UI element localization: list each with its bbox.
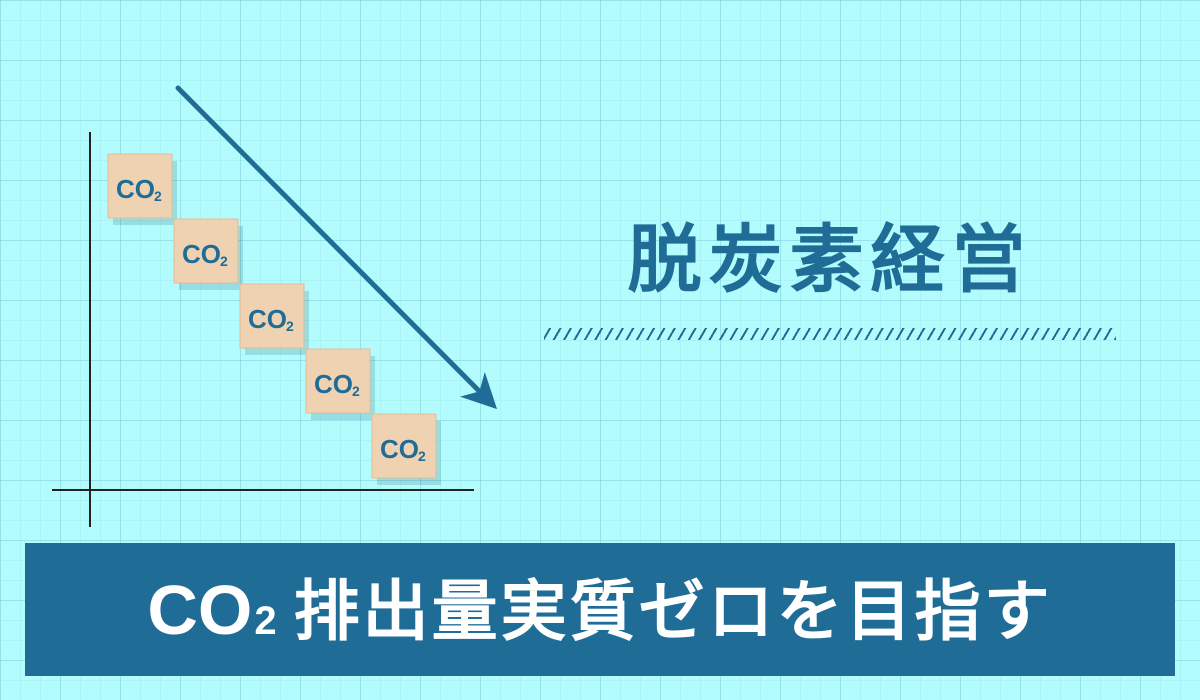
page-title: 脱炭素経営 — [627, 217, 1033, 303]
block-co-label: CO — [314, 369, 353, 399]
hatched-underline — [544, 328, 1116, 340]
banner-co-text: CO — [147, 570, 253, 649]
block-face — [239, 283, 305, 349]
block-subscript: 2 — [220, 253, 228, 269]
block-co-label: CO — [248, 304, 287, 334]
block-co-label: CO — [116, 174, 155, 204]
block-face — [173, 218, 239, 284]
block-subscript: 2 — [286, 318, 294, 334]
heading-block: 脱炭素経営 — [540, 210, 1120, 340]
block-co-label: CO — [182, 239, 221, 269]
block-face — [305, 348, 371, 414]
graph-axes — [52, 132, 474, 527]
bottom-banner: CO2 排出量実質ゼロを目指す — [25, 543, 1175, 676]
block-face — [371, 413, 437, 479]
block-subscript: 2 — [418, 448, 426, 464]
banner-subscript: 2 — [254, 598, 280, 643]
downward-trend-arrow — [175, 85, 498, 410]
block-co-label: CO — [380, 434, 419, 464]
block-subscript: 2 — [154, 188, 162, 204]
block-subscript: 2 — [352, 383, 360, 399]
banner-main-text: 排出量実質ゼロを目指す — [293, 572, 1053, 650]
block-face — [107, 153, 173, 219]
